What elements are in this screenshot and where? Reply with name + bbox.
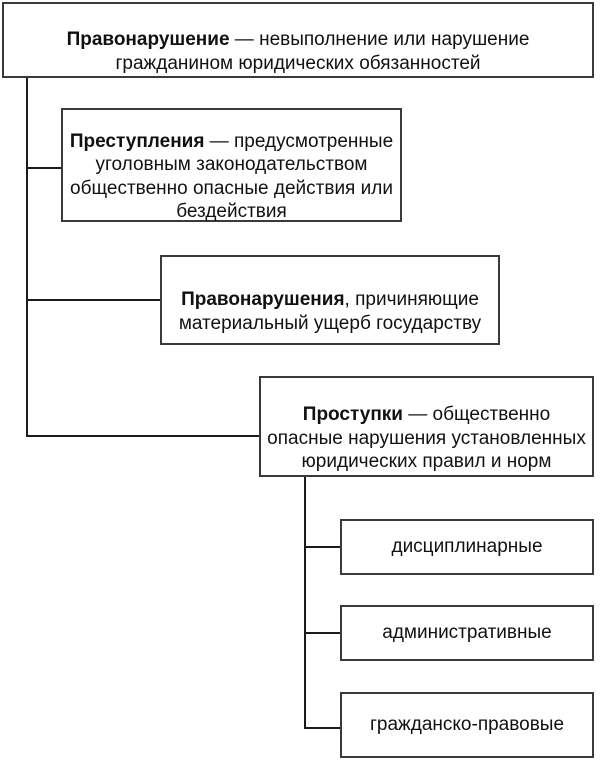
node-crimes-label: Преступления — предусмотренные уголовным… [69,107,394,223]
root-node-lead: Правонарушение [66,29,230,51]
branch-to-misdemeanors [26,435,261,437]
root-node-label: Правонарушение — невыполнение или наруше… [10,5,586,75]
branch-to-crimes [26,167,63,169]
node-administrative-label: административные [382,622,552,644]
node-crimes[interactable]: Преступления — предусмотренные уголовным… [61,108,402,222]
node-material-damage-lead: Правонарушения [181,289,345,311]
node-administrative[interactable]: административные [340,605,594,661]
node-misdemeanors-rest: — общественно опасные нарушения установл… [267,404,586,472]
node-civil-law[interactable]: гражданско-правовые [340,692,594,758]
node-material-damage-label: Правонарушения, причиняющие материальный… [168,265,492,335]
node-material-damage-rest: , причиняющие материальный ущерб государ… [178,289,482,334]
node-disciplinary-label: дисциплинарные [391,536,543,558]
trunk-misdemeanors-vertical [304,477,306,729]
node-misdemeanors-lead: Проступки [302,404,403,426]
root-node-rest: — невыполнение или нарушение гражданином… [115,29,530,74]
node-civil-law-label: гражданско-правовые [369,714,565,736]
root-node[interactable]: Правонарушение — невыполнение или наруше… [2,2,594,78]
branch-to-disciplinary [304,546,342,548]
branch-to-administrative [304,632,342,634]
trunk-main-vertical [26,77,28,437]
node-disciplinary[interactable]: дисциплинарные [340,519,594,575]
node-misdemeanors[interactable]: Проступки — общественно опасные нарушени… [259,376,594,477]
node-material-damage[interactable]: Правонарушения, причиняющие материальный… [160,255,500,345]
branch-to-civil-law [304,727,342,729]
node-crimes-lead: Преступления [69,131,205,153]
node-misdemeanors-label: Проступки — общественно опасные нарушени… [267,380,586,473]
node-crimes-rest: — предусмотренные уголовным законодатель… [70,131,394,222]
branch-to-material-damage [26,299,162,301]
